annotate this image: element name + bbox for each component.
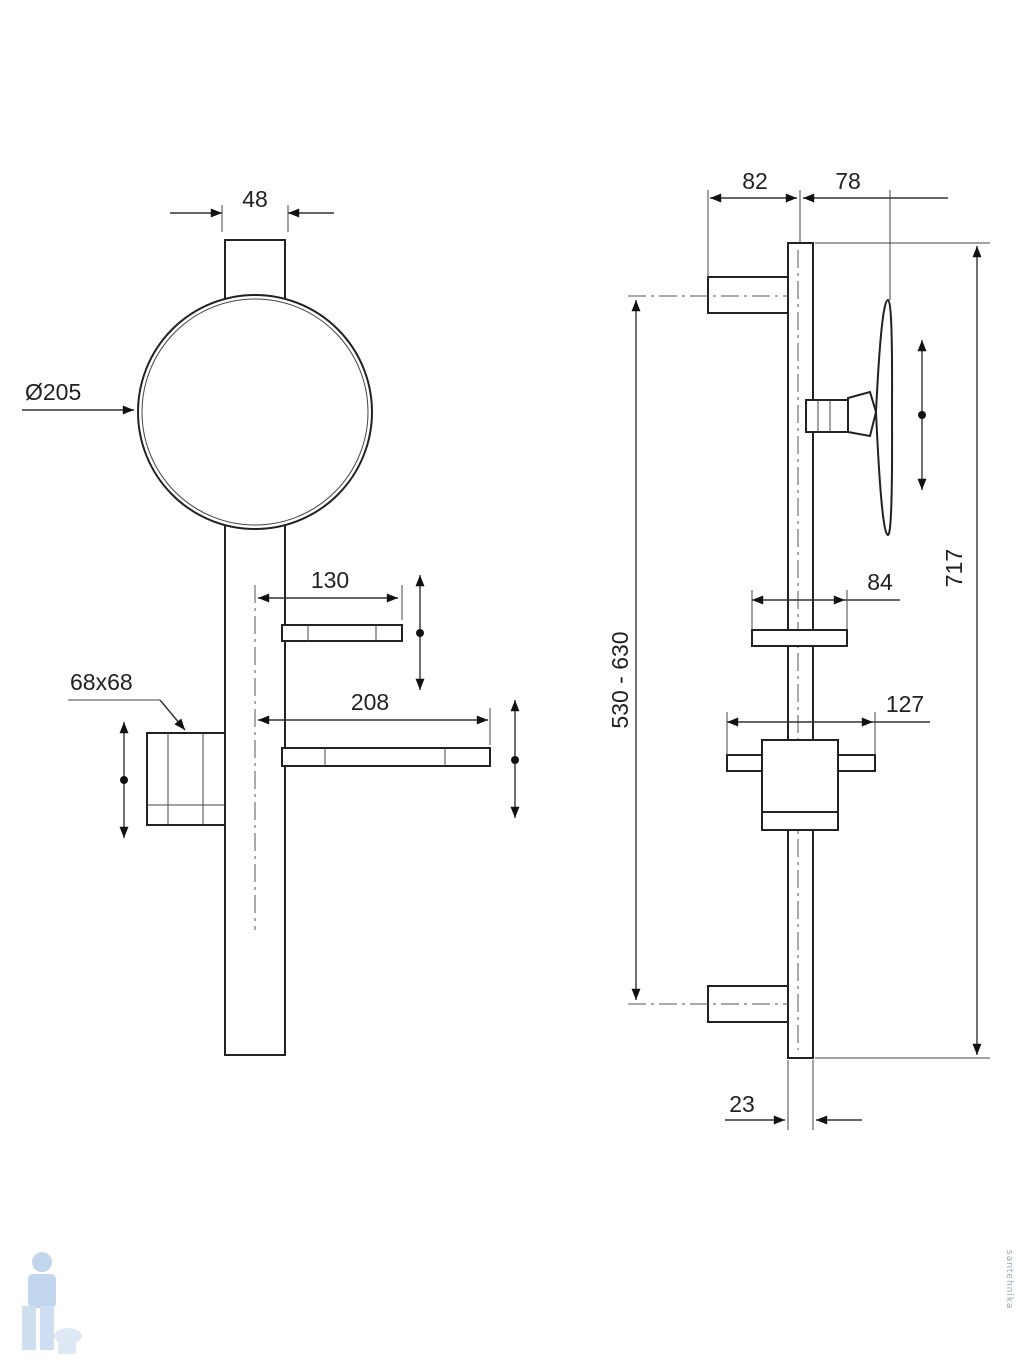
adjust-dot-shelf-large	[511, 756, 519, 764]
side-holder-base	[761, 811, 839, 831]
mirror-joint	[847, 390, 878, 438]
adjust-dot-shelf-small	[416, 629, 424, 637]
side-shelf-small	[751, 629, 848, 647]
dim-84-label: 84	[867, 569, 893, 595]
dim-717-label: 717	[941, 549, 967, 587]
dim-127-label: 127	[886, 691, 924, 717]
dim-130-label: 130	[311, 567, 349, 593]
adjust-dot-holder	[120, 776, 128, 784]
mirror-circle	[137, 294, 373, 530]
front-view: 48 Ø205 130 208 68x68	[22, 186, 520, 1056]
mirror-side-profile	[874, 298, 894, 537]
dim-208-label: 208	[351, 689, 389, 715]
side-rail	[787, 242, 814, 1059]
side-holder-cup	[761, 739, 839, 813]
mirror-inner-ring	[141, 298, 369, 526]
front-holder	[146, 732, 226, 826]
dim-diameter-label: Ø205	[25, 379, 81, 405]
dim-68-label: 68x68	[70, 669, 133, 695]
side-bracket-top	[707, 276, 789, 314]
side-view: 82 78 717 530 - 630 84 127 23	[607, 168, 990, 1130]
plumber-logo	[22, 1252, 82, 1354]
dim-spacing-label: 530 - 630	[607, 631, 633, 728]
front-shelf-small	[281, 624, 403, 642]
dim-78-label: 78	[835, 168, 861, 194]
mirror-arm	[805, 399, 849, 433]
dim-68-leader	[159, 699, 186, 731]
adjust-dot-mirror	[918, 411, 926, 419]
dim-48-label: 48	[242, 186, 268, 212]
front-shelf-large	[281, 747, 491, 767]
dim-82-label: 82	[742, 168, 768, 194]
dim-23-label: 23	[729, 1091, 755, 1117]
watermark-text: santehnika	[1004, 1250, 1014, 1310]
